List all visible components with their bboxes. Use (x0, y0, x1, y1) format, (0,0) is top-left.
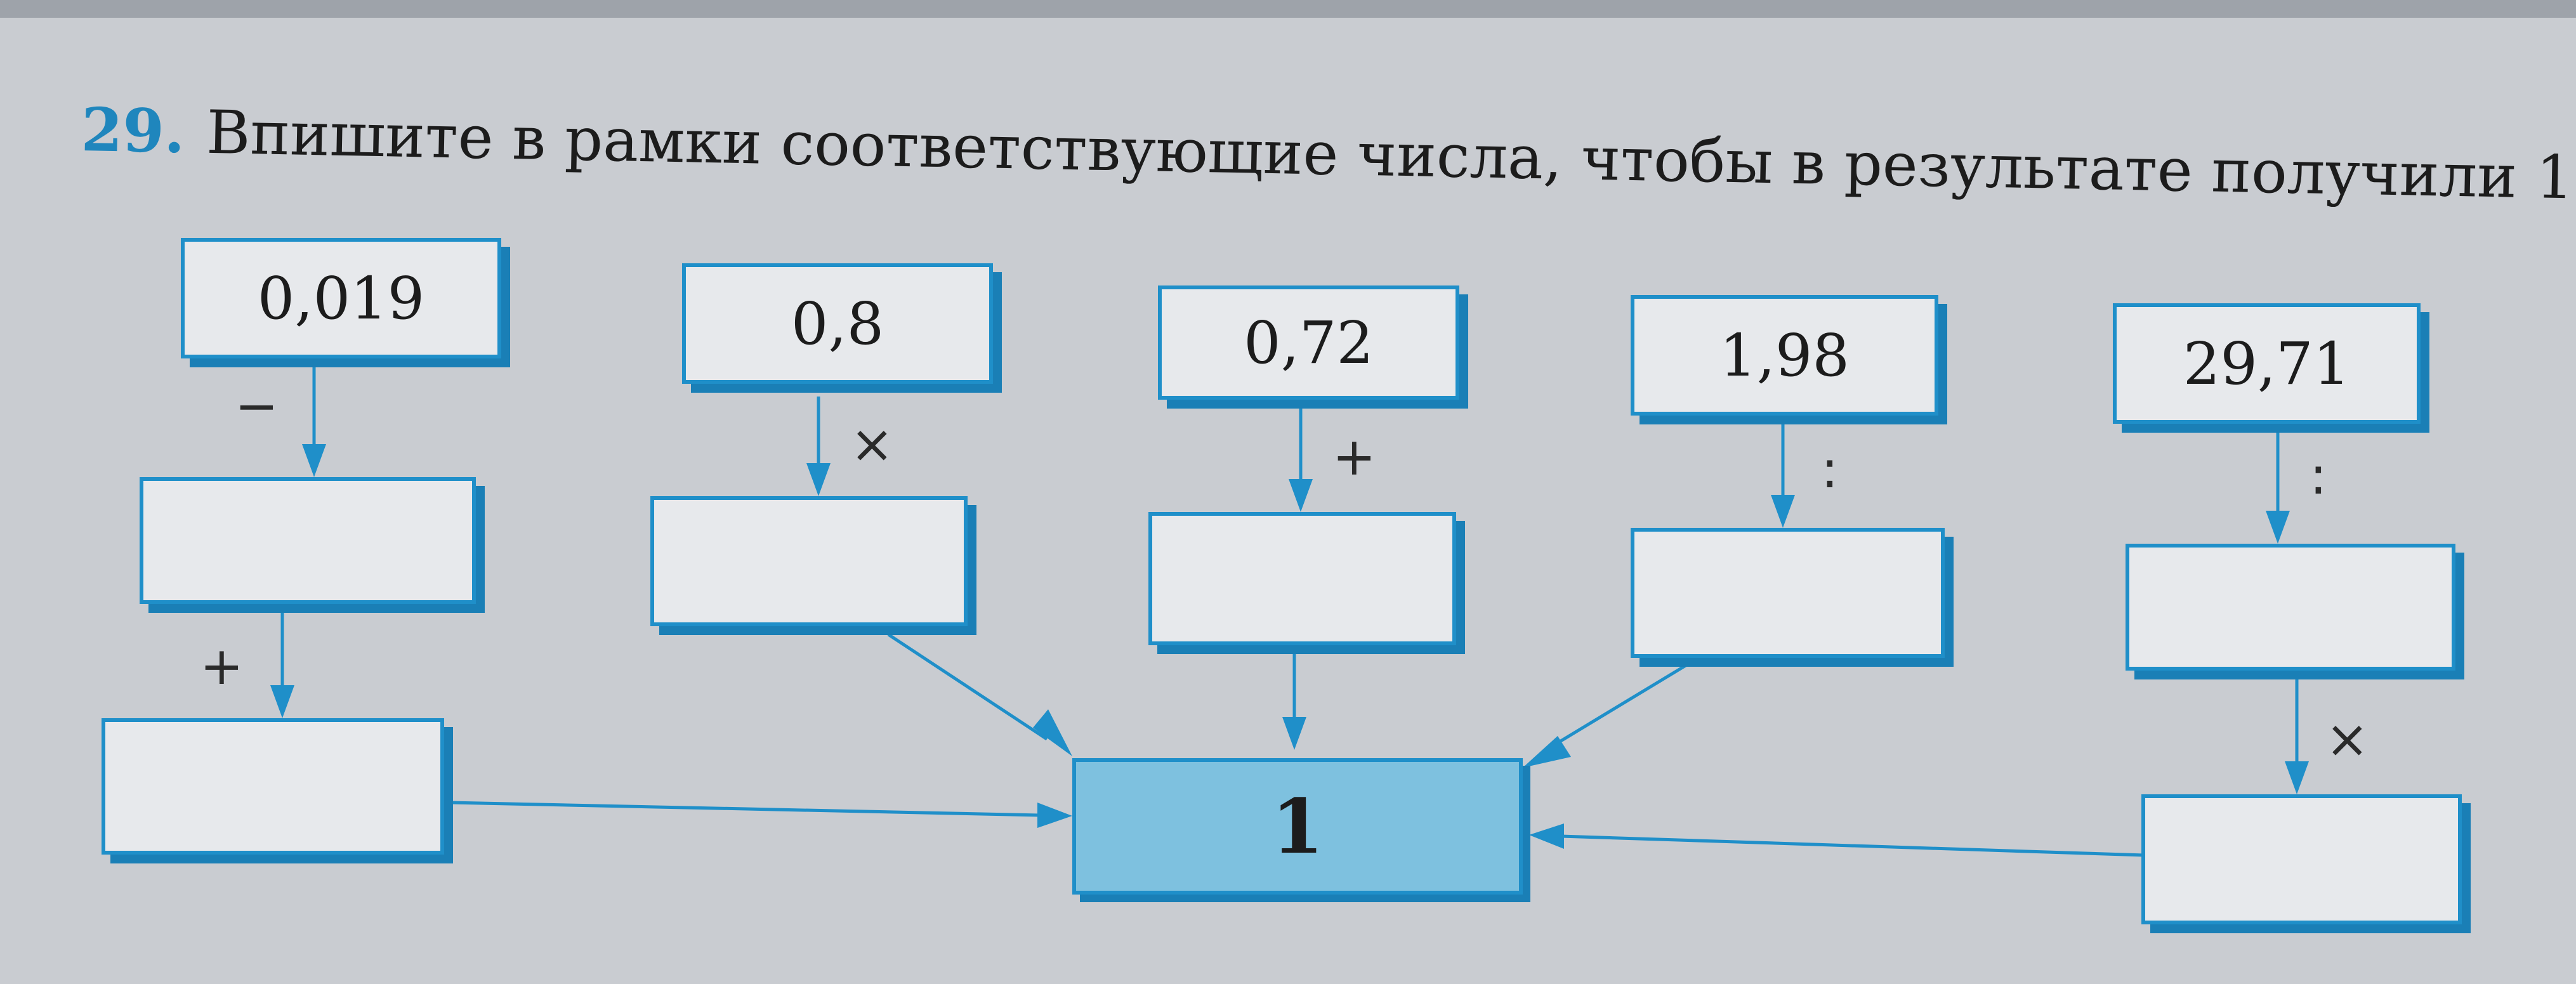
arrowhead-c1-2 (270, 685, 294, 718)
op-c5-1: : (2310, 446, 2327, 506)
answer-box-c4-1[interactable] (1631, 528, 1945, 658)
arrowhead-c5-2 (2285, 761, 2309, 794)
start-box-5: 29,71 (2113, 303, 2421, 424)
op-c5-2: × (2325, 709, 2369, 770)
arrow-c1-3 (450, 801, 1041, 817)
start-box-1: 0,019 (181, 238, 501, 358)
op-c1-2: + (200, 636, 244, 697)
op-c2-1: × (850, 414, 894, 475)
arrow-c5-3 (1560, 834, 2145, 857)
arrowhead-c2-2 (1033, 709, 1072, 756)
op-c1-1: − (235, 376, 279, 436)
start-box-3: 0,72 (1158, 285, 1459, 400)
result-value: 1 (1271, 782, 1324, 870)
top-edge (0, 0, 2576, 18)
arrowhead-c2-1 (806, 463, 831, 496)
start-box-2: 0,8 (682, 263, 993, 384)
arrowhead-c3-1 (1289, 479, 1313, 512)
answer-box-c1-2[interactable] (102, 718, 444, 855)
start-box-4: 1,98 (1631, 295, 1938, 416)
answer-box-c3-1[interactable] (1148, 512, 1456, 645)
arrow-c4-2 (1547, 655, 1702, 751)
arrowhead-c1-3 (1037, 803, 1072, 828)
answer-box-c5-1[interactable] (2126, 544, 2455, 671)
arrowhead-c4-2 (1523, 736, 1571, 768)
start-value-3: 0,72 (1244, 308, 1374, 377)
arrowhead-c1-1 (302, 444, 326, 477)
result-box: 1 (1072, 758, 1523, 895)
start-value-4: 1,98 (1719, 321, 1850, 390)
arrowhead-c5-3 (1529, 823, 1564, 849)
arrow-c2-2 (887, 633, 1048, 741)
start-value-2: 0,8 (791, 289, 884, 358)
arrowhead-c5-1 (2266, 511, 2290, 544)
arrowhead-c4-1 (1771, 495, 1795, 528)
arrowhead-c3-2 (1282, 717, 1306, 750)
answer-box-c2-1[interactable] (650, 496, 968, 626)
answer-box-c1-1[interactable] (140, 477, 476, 604)
op-c4-1: : (1821, 440, 1839, 500)
answer-box-c5-2[interactable] (2141, 794, 2462, 924)
start-value-1: 0,019 (257, 264, 425, 332)
op-c3-1: + (1332, 427, 1376, 487)
start-value-5: 29,71 (2183, 329, 2351, 398)
